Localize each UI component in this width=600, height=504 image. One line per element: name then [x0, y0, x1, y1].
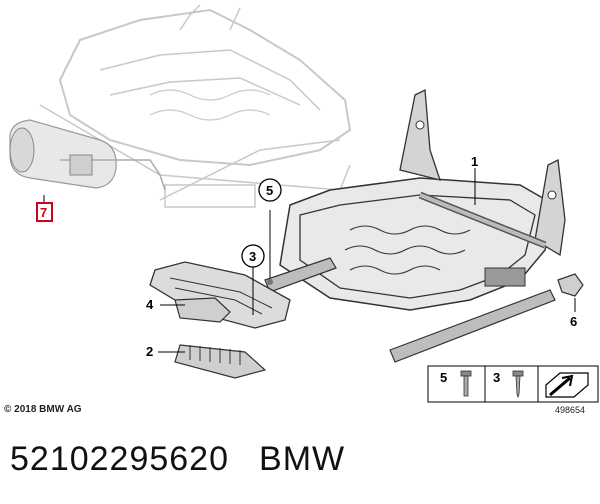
part-1-seat-frame — [264, 88, 566, 363]
part-2-bracket — [174, 344, 267, 379]
svg-text:1: 1 — [471, 154, 478, 169]
bolt-icon — [460, 370, 472, 397]
copyright-text: © 2018 BMW AG — [4, 404, 82, 415]
callout-4: 4 — [146, 297, 154, 312]
brand-name: BMW — [259, 440, 346, 478]
part-number-line: 52102295620 BMW — [10, 440, 345, 479]
screw-icon — [512, 370, 524, 399]
leader-lines — [43, 168, 576, 353]
part-4-cover — [174, 297, 231, 323]
callout-2: 2 — [146, 344, 153, 359]
part-6-clip — [557, 273, 584, 297]
svg-text:7: 7 — [40, 205, 47, 220]
svg-text:6: 6 — [570, 314, 577, 329]
catalog-arrow-icon — [545, 372, 589, 398]
callout-1: 1 — [471, 154, 478, 169]
svg-text:2: 2 — [146, 344, 153, 359]
callout-7-highlighted[interactable]: 7 — [36, 202, 53, 222]
diagram-reference: 498654 — [555, 405, 586, 415]
svg-text:5: 5 — [266, 183, 273, 198]
svg-text:4: 4 — [146, 297, 154, 312]
svg-text:5: 5 — [440, 370, 447, 385]
ghost-seat-frame — [39, 4, 352, 208]
part-3-pan — [149, 261, 291, 329]
part-7-motor — [9, 119, 166, 191]
svg-text:3: 3 — [249, 249, 256, 264]
part-number[interactable]: 52102295620 — [10, 440, 230, 478]
fastener-legend: 5 3 — [427, 365, 599, 403]
svg-text:3: 3 — [493, 370, 500, 385]
callout-5: 5 — [258, 178, 282, 202]
callout-6: 6 — [570, 314, 577, 329]
callout-3: 3 — [241, 244, 265, 268]
part-5-screw — [267, 210, 273, 285]
